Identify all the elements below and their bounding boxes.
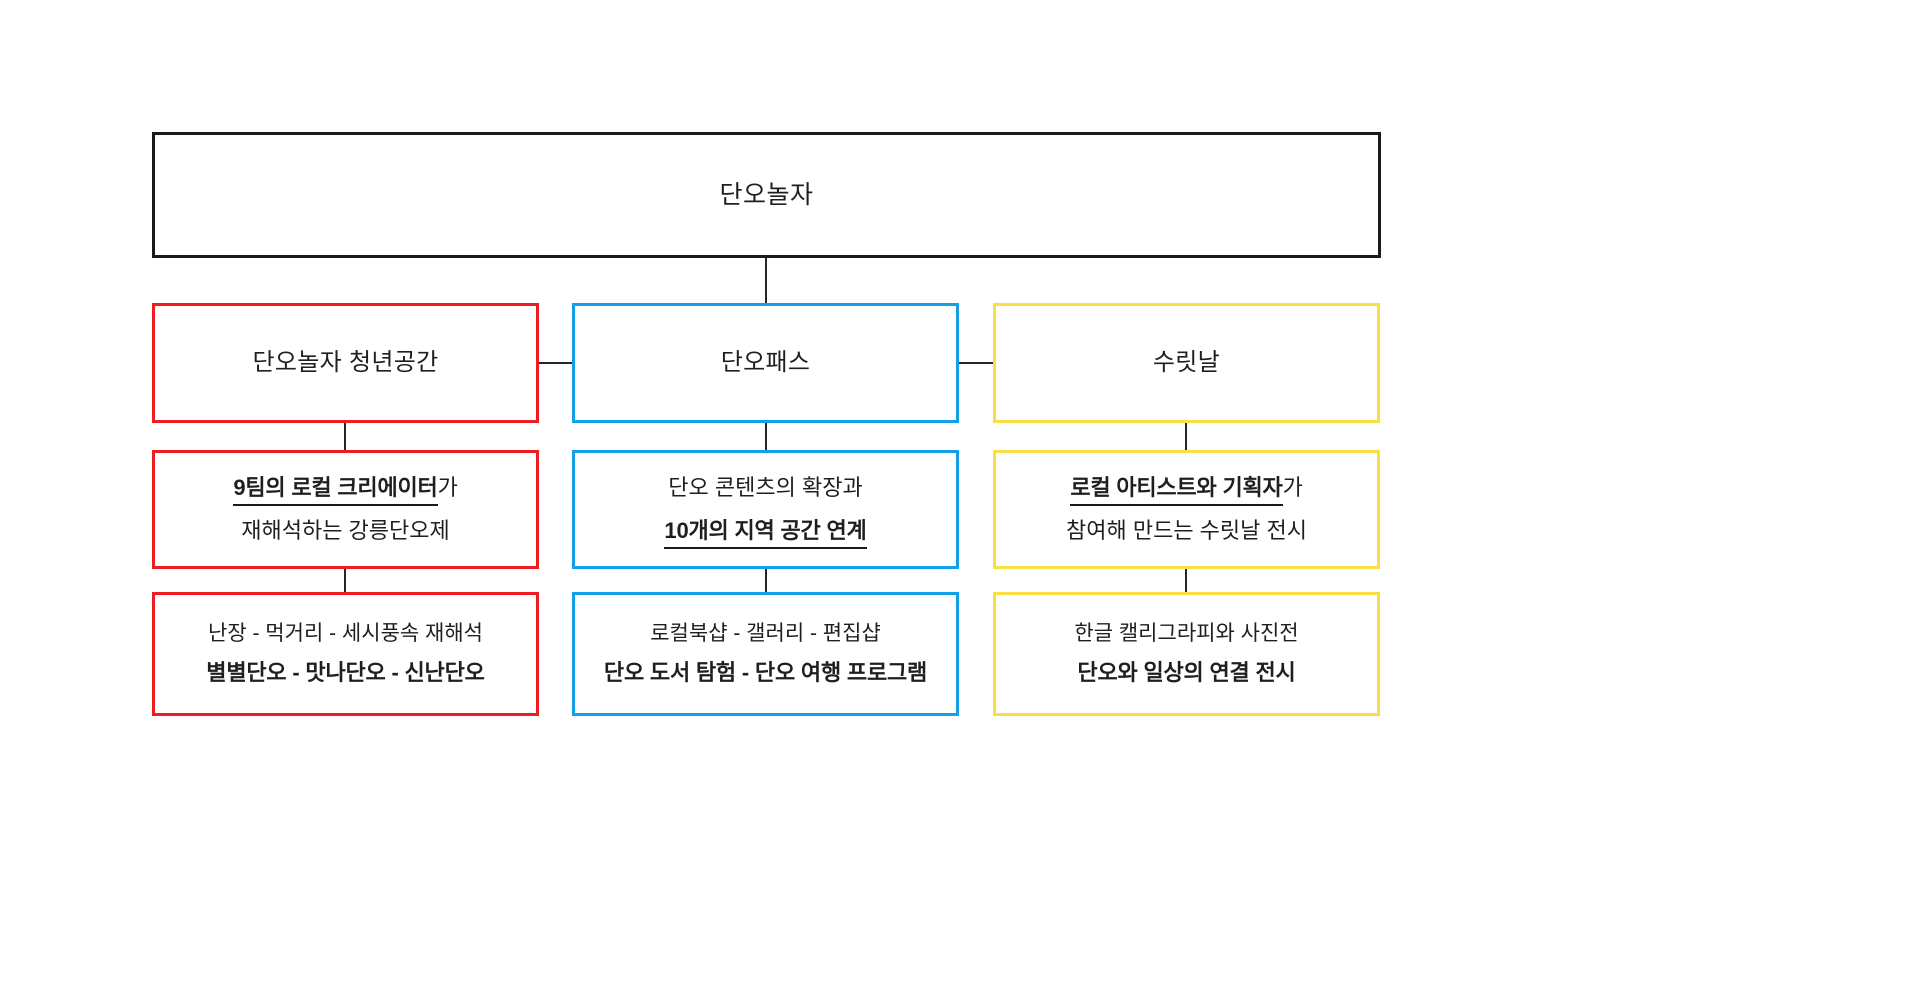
detail-emphasis-youth-space: 9팀의 로컬 크리에이터 [233,475,438,507]
detail-line2-suritnal: 참여해 만드는 수릿날 전시 [1066,518,1307,543]
program-line1-youth-space: 난장 - 먹거리 - 세시풍속 재해석 [208,621,483,645]
program-line1-suritnal: 한글 캘리그라피와 사진전 [1074,621,1299,645]
detail-tail-suritnal: 가 [1282,475,1303,501]
program-node-suritnal[interactable]: 한글 캘리그라피와 사진전 단오와 일상의 연결 전시 [993,592,1380,716]
root-node-label: 단오놀자 [719,180,814,209]
detail-line2-danopass: 10개의 지역 공간 연계 [664,514,867,549]
program-line2-danopass: 단오 도서 탐험 - 단오 여행 프로그램 [603,660,928,686]
detail-line1-youth-space: 9팀의 로컬 크리에이터가 [233,471,458,507]
detail-node-suritnal[interactable]: 로컬 아티스트와 기획자가 참여해 만드는 수릿날 전시 [993,450,1380,569]
root-node-danonolja[interactable]: 단오놀자 [152,132,1381,258]
detail-node-danopass[interactable]: 단오 콘텐츠의 확장과 10개의 지역 공간 연계 [572,450,959,569]
connector-danopass-row2-row3 [765,568,767,594]
connector-header-left [538,362,574,364]
program-node-danopass[interactable]: 로컬북샵 - 갤러리 - 편집샵 단오 도서 탐험 - 단오 여행 프로그램 [572,592,959,716]
header-node-youth-space[interactable]: 단오놀자 청년공간 [152,303,539,423]
connector-danopass-row1-row2 [765,422,767,452]
connector-suritnal-row2-row3 [1185,568,1187,594]
detail-node-youth-space[interactable]: 9팀의 로컬 크리에이터가 재해석하는 강릉단오제 [152,450,539,569]
detail-emphasis-danopass: 10개의 지역 공간 연계 [664,518,867,549]
detail-line1-suritnal: 로컬 아티스트와 기획자가 [1070,471,1303,507]
detail-line1-danopass: 단오 콘텐츠의 확장과 [668,475,863,501]
connector-root-to-branches [765,257,767,305]
header-node-suritnal[interactable]: 수릿날 [993,303,1380,423]
program-line2-suritnal: 단오와 일상의 연결 전시 [1077,660,1296,686]
header-label-danopass: 단오패스 [720,348,811,376]
connector-suritnal-row1-row2 [1185,422,1187,452]
detail-line2-youth-space: 재해석하는 강릉단오제 [241,518,450,543]
program-node-youth-space[interactable]: 난장 - 먹거리 - 세시풍속 재해석 별별단오 - 맛나단오 - 신난단오 [152,592,539,716]
detail-tail-youth-space: 가 [437,475,458,501]
header-node-danopass[interactable]: 단오패스 [572,303,959,423]
connector-youth-space-row2-row3 [344,568,346,594]
detail-emphasis-suritnal: 로컬 아티스트와 기획자 [1070,475,1283,507]
connector-youth-space-row1-row2 [344,422,346,452]
program-line2-youth-space: 별별단오 - 맛나단오 - 신난단오 [206,660,485,686]
program-line1-danopass: 로컬북샵 - 갤러리 - 편집샵 [650,621,881,645]
header-label-youth-space: 단오놀자 청년공간 [252,348,439,376]
connector-header-right [957,362,995,364]
header-label-suritnal: 수릿날 [1152,348,1221,376]
